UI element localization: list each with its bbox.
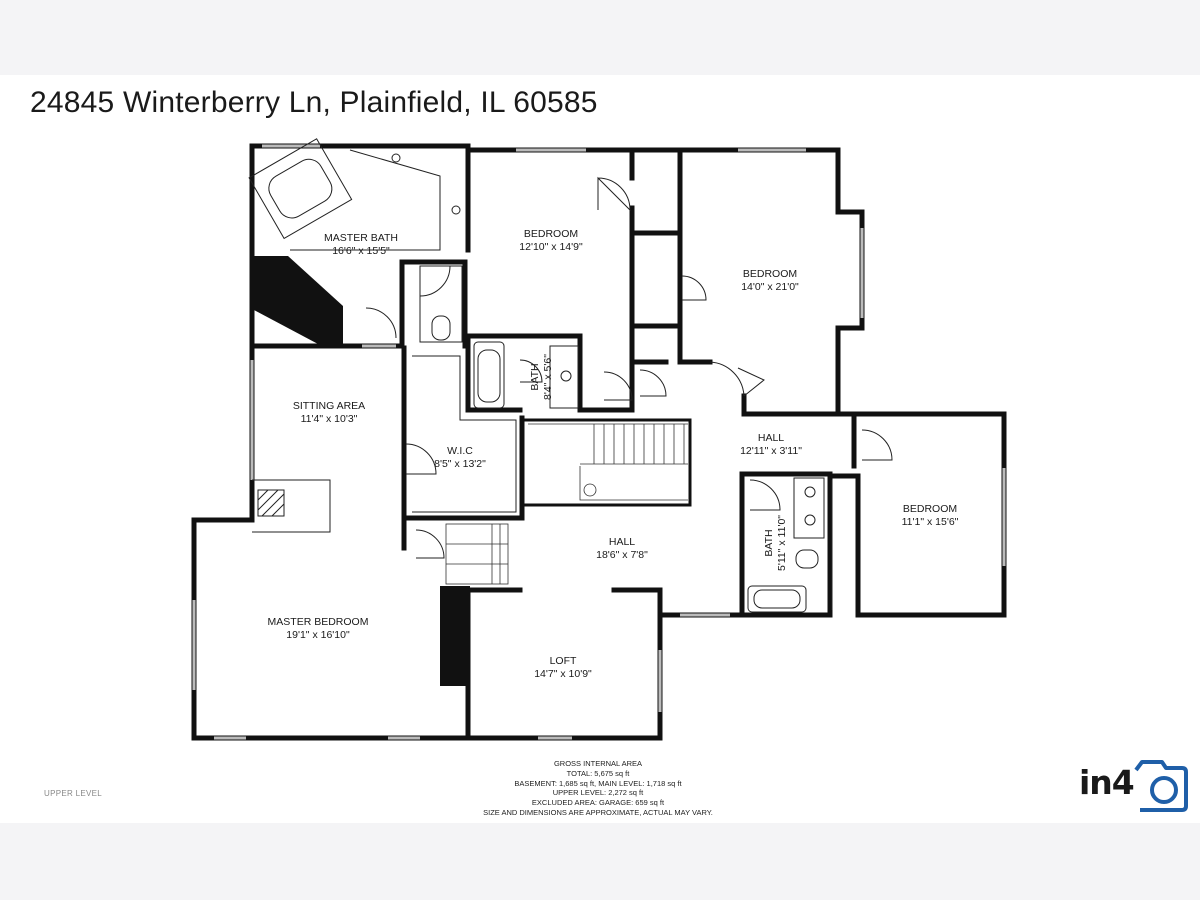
toilet — [795, 549, 819, 569]
room-hall-upper: HALL 12'11" x 3'11" — [740, 432, 802, 457]
camera-logo-icon — [1134, 760, 1188, 812]
vanity — [549, 345, 579, 409]
wall — [611, 587, 663, 618]
room-bedroom-3: BEDROOM 11'1" x 15'6" — [901, 503, 959, 528]
room-bath-1: BATH 8'4" x 5'6" — [529, 354, 554, 400]
room-bath-2: BATH 5'11" x 11'0" — [763, 514, 788, 572]
door-swing — [519, 359, 543, 383]
door-swing — [737, 367, 765, 397]
door-swing — [405, 443, 437, 475]
room-hall-main: HALL 18'6" x 7'8" — [596, 536, 648, 561]
door-swing — [603, 371, 633, 401]
vanity-counter — [290, 149, 441, 251]
door-swing — [861, 429, 893, 461]
sink — [804, 514, 816, 526]
door-swing — [597, 176, 631, 212]
wall — [465, 147, 635, 181]
door-swing — [681, 275, 707, 301]
fireplace-hatch — [257, 489, 285, 517]
floor-plan-sheet — [0, 75, 1200, 823]
door-swing — [415, 529, 445, 559]
brand-logo: in4 — [1079, 763, 1135, 802]
area-summary: GROSS INTERNAL AREA TOTAL: 5,675 sq ft B… — [483, 759, 713, 818]
room-sitting-area: SITTING AREA 11'4" x 10'3" — [292, 400, 366, 425]
room-loft: LOFT 14'7" x 10'9" — [534, 655, 592, 680]
bathtub-basin — [753, 589, 801, 609]
room-bedroom-1: BEDROOM 12'10" x 14'9" — [519, 228, 583, 253]
fireplace-surround — [252, 479, 331, 533]
bathtub — [747, 585, 807, 613]
wall — [577, 205, 635, 413]
wall — [401, 345, 525, 521]
area-total: TOTAL: 5,675 sq ft — [566, 768, 630, 778]
wall-block — [440, 586, 470, 686]
wall — [629, 147, 683, 365]
sink — [560, 370, 572, 382]
wall — [399, 259, 468, 349]
page-title: 24845 Winterberry Ln, Plainfield, IL 605… — [30, 86, 598, 119]
level-label: UPPER LEVEL — [44, 789, 102, 798]
wall — [465, 333, 583, 413]
staircase — [445, 423, 688, 585]
wall — [739, 471, 833, 618]
sink — [391, 153, 401, 163]
wall-block — [254, 256, 343, 344]
vanity — [793, 477, 825, 539]
wall — [851, 411, 1007, 618]
room-master-bedroom: MASTER BEDROOM 19'1" x 16'10" — [267, 616, 369, 641]
door-swing — [709, 361, 745, 397]
wall — [249, 143, 471, 253]
sink — [804, 486, 816, 498]
wall — [465, 612, 745, 741]
area-disclaimer: SIZE AND DIMENSIONS ARE APPROXIMATE, ACT… — [483, 807, 713, 817]
closet-shelving — [412, 355, 517, 513]
door-swing — [419, 265, 451, 297]
bathtub-basin — [477, 349, 501, 403]
room-master-bath: MASTER BATH 16'6" x 15'5" — [324, 232, 398, 257]
sink — [451, 205, 461, 215]
door-swing — [749, 479, 781, 511]
area-heading: GROSS INTERNAL AREA — [553, 759, 643, 768]
area-excluded: EXCLUDED AREA: GARAGE: 659 sq ft — [531, 798, 665, 808]
wall — [741, 393, 857, 417]
door-swing — [639, 369, 667, 397]
toilet — [431, 315, 451, 341]
room-bedroom-2: BEDROOM 14'0" x 21'0" — [741, 268, 799, 293]
bathtub — [248, 138, 353, 240]
shower — [419, 265, 463, 343]
bathtub — [473, 341, 505, 409]
bathtub-basin — [268, 158, 333, 219]
wall — [677, 147, 865, 417]
fireplace — [257, 489, 285, 517]
room-wic: W.I.C 8'5" x 13'2" — [434, 445, 486, 470]
wall — [465, 333, 523, 413]
door-swing — [365, 307, 397, 339]
area-basement-main: BASEMENT: 1,685 sq ft, MAIN LEVEL: 1,718… — [514, 778, 682, 788]
area-upper: UPPER LEVEL: 2,272 sq ft — [552, 788, 644, 798]
stair-wall — [524, 418, 692, 507]
